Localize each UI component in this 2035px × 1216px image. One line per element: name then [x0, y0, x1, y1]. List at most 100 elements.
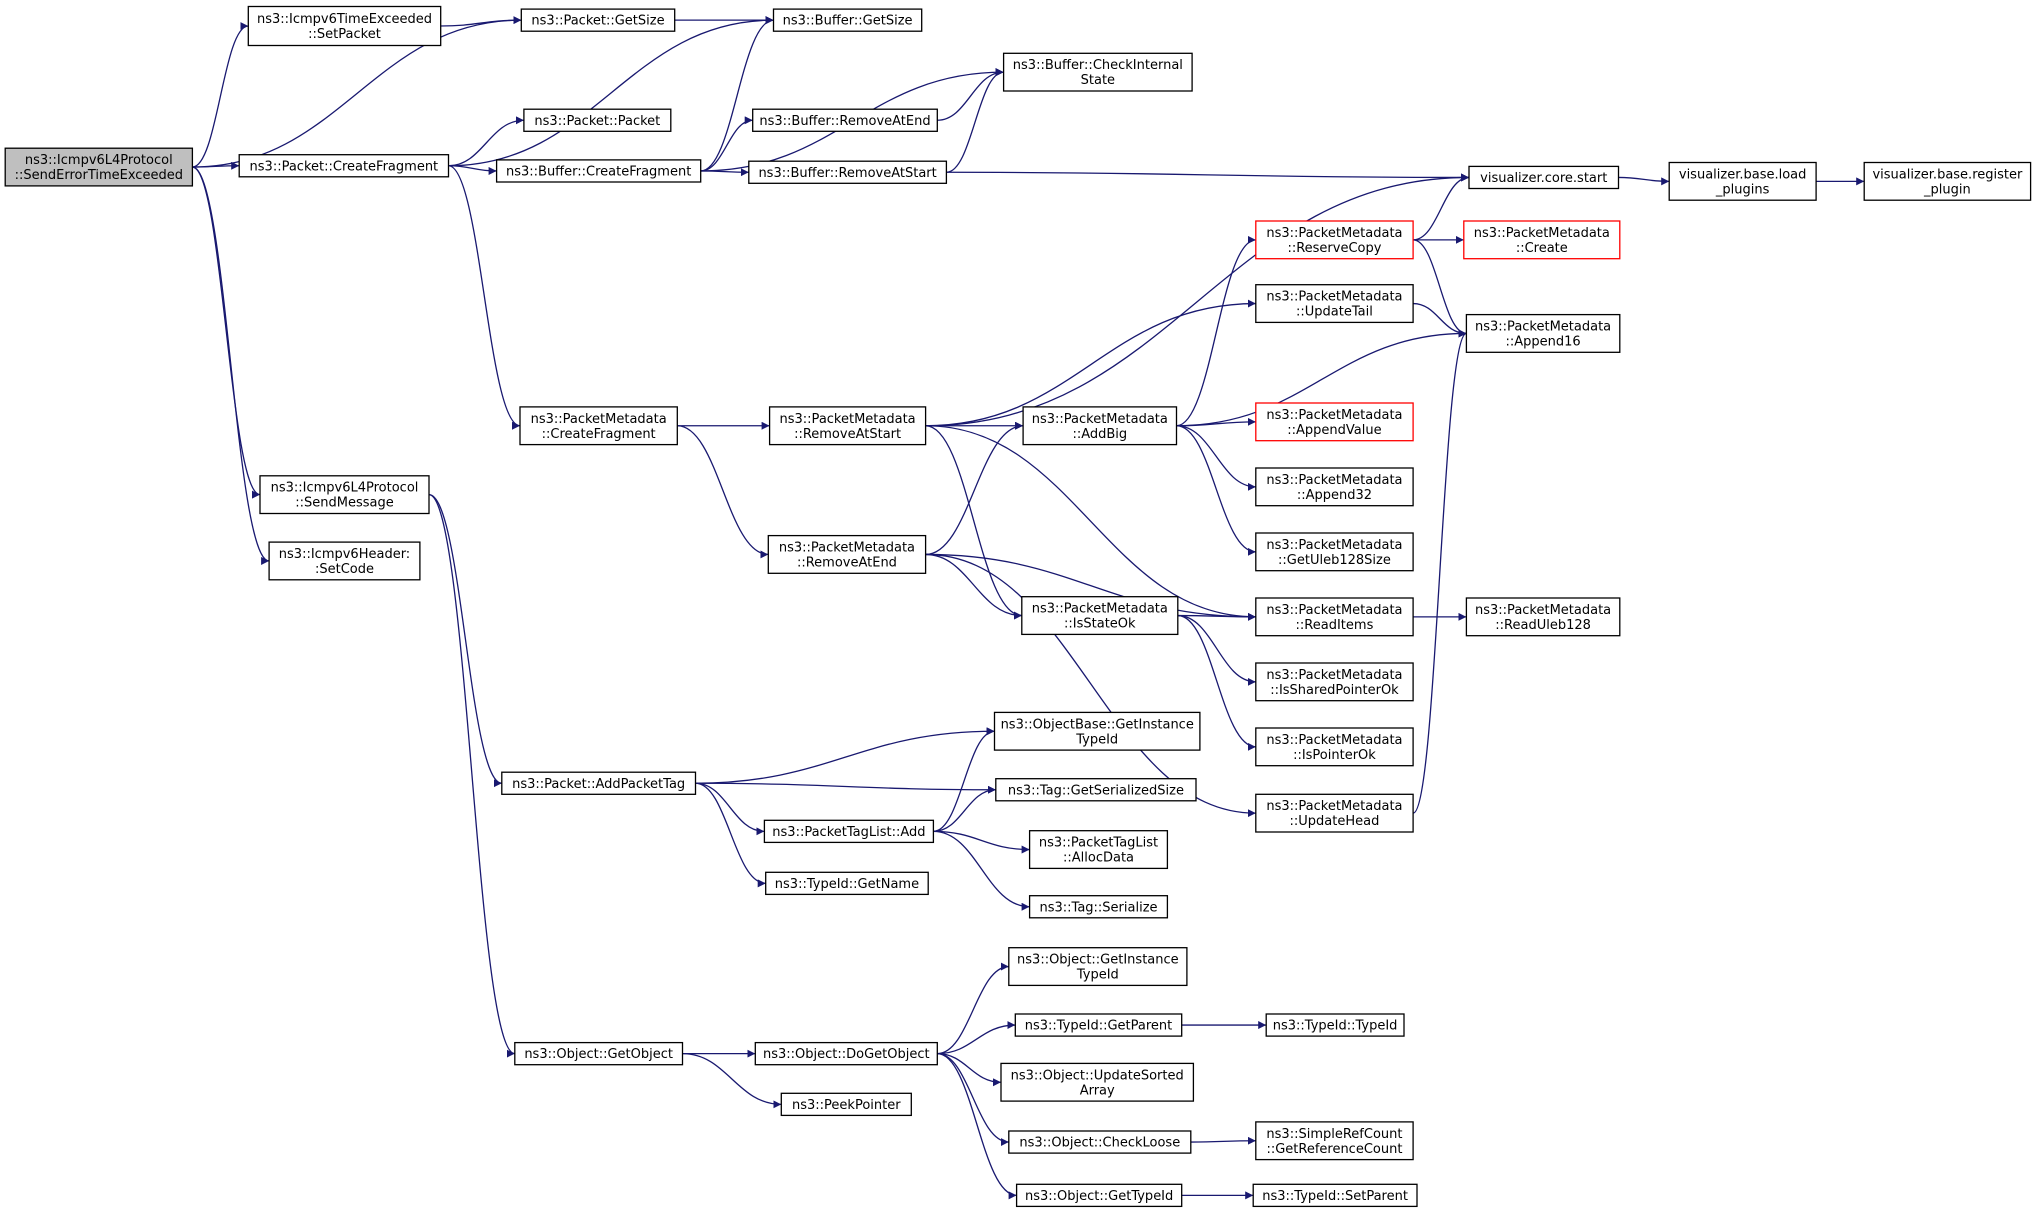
node-pm-create[interactable]: ns3::PacketMetadata::Create	[1463, 220, 1621, 260]
node-box	[763, 819, 935, 844]
node-box	[768, 406, 927, 446]
edge-pkt-addpackettag-to-typeid-getname	[695, 782, 766, 888]
node-typeid-getparent[interactable]: ns3::TypeId::GetParent	[1014, 1013, 1183, 1037]
edge-ptl-add-to-ptl-allocdata	[933, 830, 1030, 854]
node-pm-updatetail[interactable]: ns3::PacketMetadata::UpdateTail	[1255, 284, 1414, 324]
node-label: ::ReserveCopy	[1287, 241, 1381, 256]
node-pm-isstateok[interactable]: ns3::PacketMetadata::IsStateOk	[1021, 596, 1179, 636]
node-pm-getuleb128size[interactable]: ns3::PacketMetadata::GetUleb128Size	[1255, 532, 1414, 572]
node-box	[993, 711, 1201, 751]
node-pm-issharedpointerok[interactable]: ns3::PacketMetadata::IsSharedPointerOk	[1255, 662, 1414, 702]
node-obj-gettypeid[interactable]: ns3::Object::GetTypeId	[1015, 1183, 1183, 1208]
node-box	[1255, 402, 1414, 442]
edge-ptl-add-to-tag-serialize	[933, 830, 1030, 911]
node-vis-load-plugins[interactable]: visualizer.base.load_plugins	[1668, 161, 1817, 201]
node-box	[754, 1041, 938, 1066]
edge-setpacket-to-pkt-getsize	[440, 16, 522, 27]
node-pkt-packet[interactable]: ns3::Packet::Packet	[523, 108, 672, 132]
node-label: TypeId	[1076, 968, 1119, 983]
node-buf-createfragment[interactable]: ns3::Buffer::CreateFragment	[495, 159, 702, 183]
node-obj-checkloose[interactable]: ns3::Object::CheckLoose	[1008, 1130, 1192, 1154]
node-box	[767, 534, 927, 574]
node-label: ns3::PacketMetadata	[1266, 733, 1402, 748]
edge-pm-removeatend-to-pm-updatehead	[925, 553, 1256, 818]
node-pm-appendvalue[interactable]: ns3::PacketMetadata::AppendValue	[1255, 402, 1414, 442]
node-box	[1265, 1013, 1405, 1037]
node-label: ns3::PacketMetadata	[779, 540, 915, 555]
node-buf-removeatstart[interactable]: ns3::Buffer::RemoveAtStart	[748, 160, 948, 184]
node-box	[1255, 220, 1414, 260]
node-pkt-addpackettag[interactable]: ns3::Packet::AddPacketTag	[501, 771, 697, 795]
node-typeid-getname[interactable]: ns3::TypeId::GetName	[765, 871, 929, 896]
node-pm-updatehead[interactable]: ns3::PacketMetadata::UpdateHead	[1255, 793, 1414, 833]
node-icmphdr-setcode[interactable]: ns3::Icmpv6Header::SetCode	[268, 541, 421, 581]
node-buf-getsize[interactable]: ns3::Buffer::GetSize	[772, 8, 923, 32]
node-ptl-add[interactable]: ns3::PacketTagList::Add	[763, 819, 935, 844]
node-label: State	[1081, 73, 1115, 88]
node-typeid-typeid[interactable]: ns3::TypeId::TypeId	[1265, 1013, 1405, 1037]
node-obj-getobject[interactable]: ns3::Object::GetObject	[514, 1041, 684, 1066]
node-label: ns3::Packet::CreateFragment	[250, 159, 439, 174]
node-pm-addbig[interactable]: ns3::PacketMetadata::AddBig	[1022, 406, 1178, 446]
node-pm-readuleb128[interactable]: ns3::PacketMetadata::ReadUleb128	[1465, 597, 1621, 637]
node-box	[1668, 161, 1817, 201]
node-box	[495, 159, 702, 183]
node-box	[1002, 52, 1193, 92]
node-pm-createfragment[interactable]: ns3::PacketMetadata::CreateFragment	[519, 406, 678, 446]
node-vis-core-start[interactable]: visualizer.core.start	[1468, 165, 1620, 190]
node-ptl-allocdata[interactable]: ns3::PacketTagList::AllocData	[1028, 830, 1169, 870]
node-label: ns3::TypeId::GetName	[775, 877, 919, 892]
edge-buf-removeatstart-to-vis-core-start	[946, 171, 1470, 182]
node-label: ns3::Icmpv6L4Protocol	[25, 153, 173, 168]
edge-pm-isstateok-to-pm-ispointerok	[1177, 614, 1256, 751]
edge-buf-createfragment-to-buf-getsize	[700, 16, 774, 172]
node-pm-readitems[interactable]: ns3::PacketMetadata::ReadItems	[1255, 597, 1414, 637]
node-label: ns3::TypeId::GetParent	[1025, 1019, 1173, 1034]
node-label: ns3::Icmpv6Header:	[279, 547, 410, 562]
node-label: ns3::PacketMetadata	[1032, 412, 1168, 427]
node-pkt-getsize[interactable]: ns3::Packet::GetSize	[520, 8, 676, 32]
node-box	[1468, 165, 1620, 190]
node-root[interactable]: ns3::Icmpv6L4Protocol::SendErrorTimeExce…	[4, 147, 194, 187]
edge-pkt-createfragment-to-buf-createfragment	[448, 165, 497, 175]
node-pkt-createfragment[interactable]: ns3::Packet::CreateFragment	[238, 154, 450, 178]
node-peekpointer[interactable]: ns3::PeekPointer	[780, 1092, 912, 1117]
node-box	[1021, 596, 1179, 636]
node-box	[1022, 406, 1178, 446]
node-pm-reservecopy[interactable]: ns3::PacketMetadata::ReserveCopy	[1255, 220, 1414, 260]
node-buf-removeatend[interactable]: ns3::Buffer::RemoveAtEnd	[752, 108, 938, 132]
node-pm-ispointerok[interactable]: ns3::PacketMetadata::IsPointerOk	[1255, 727, 1414, 767]
edge-pm-addbig-to-pm-append16	[1176, 329, 1467, 427]
node-label: ::Append32	[1297, 488, 1372, 503]
node-tag-getserializedsize[interactable]: ns3::Tag::GetSerializedSize	[995, 778, 1197, 802]
node-box	[1252, 1183, 1418, 1208]
node-label: ns3::Tag::GetSerializedSize	[1008, 783, 1184, 798]
edge-pm-updatehead-to-pm-append16	[1412, 329, 1467, 814]
node-label: _plugin	[1923, 182, 1971, 197]
node-label: ns3::Buffer::CreateFragment	[506, 164, 691, 179]
node-label: ns3::PacketMetadata	[1266, 668, 1402, 683]
node-label: ::CreateFragment	[542, 427, 656, 442]
node-pm-append16[interactable]: ns3::PacketMetadata::Append16	[1465, 313, 1621, 353]
node-tag-serialize[interactable]: ns3::Tag::Serialize	[1028, 895, 1169, 919]
node-setpacket[interactable]: ns3::Icmpv6TimeExceeded::SetPacket	[247, 5, 442, 47]
node-label: ns3::PacketMetadata	[1475, 603, 1611, 618]
node-pm-removeatend[interactable]: ns3::PacketMetadata::RemoveAtEnd	[767, 534, 927, 574]
node-box	[520, 8, 676, 32]
node-label: ns3::Packet::GetSize	[531, 14, 664, 29]
node-label: ::IsPointerOk	[1293, 748, 1376, 763]
node-pm-append32[interactable]: ns3::PacketMetadata::Append32	[1255, 467, 1414, 507]
node-simplerefcount-getrefcount[interactable]: ns3::SimpleRefCount::GetReferenceCount	[1255, 1121, 1414, 1161]
node-label: ns3::PacketMetadata	[1032, 602, 1168, 617]
node-pm-removeatstart[interactable]: ns3::PacketMetadata::RemoveAtStart	[768, 406, 927, 446]
node-obj-dogetobject[interactable]: ns3::Object::DoGetObject	[754, 1041, 938, 1066]
edge-pkt-addpackettag-to-ptl-add	[695, 782, 765, 836]
node-box	[501, 771, 697, 795]
node-vis-register-plugin[interactable]: visualizer.base.register_plugin	[1863, 161, 2032, 201]
node-typeid-setparent[interactable]: ns3::TypeId::SetParent	[1252, 1183, 1418, 1208]
node-icmp-sendmessage[interactable]: ns3::Icmpv6L4Protocol::SendMessage	[259, 475, 430, 515]
